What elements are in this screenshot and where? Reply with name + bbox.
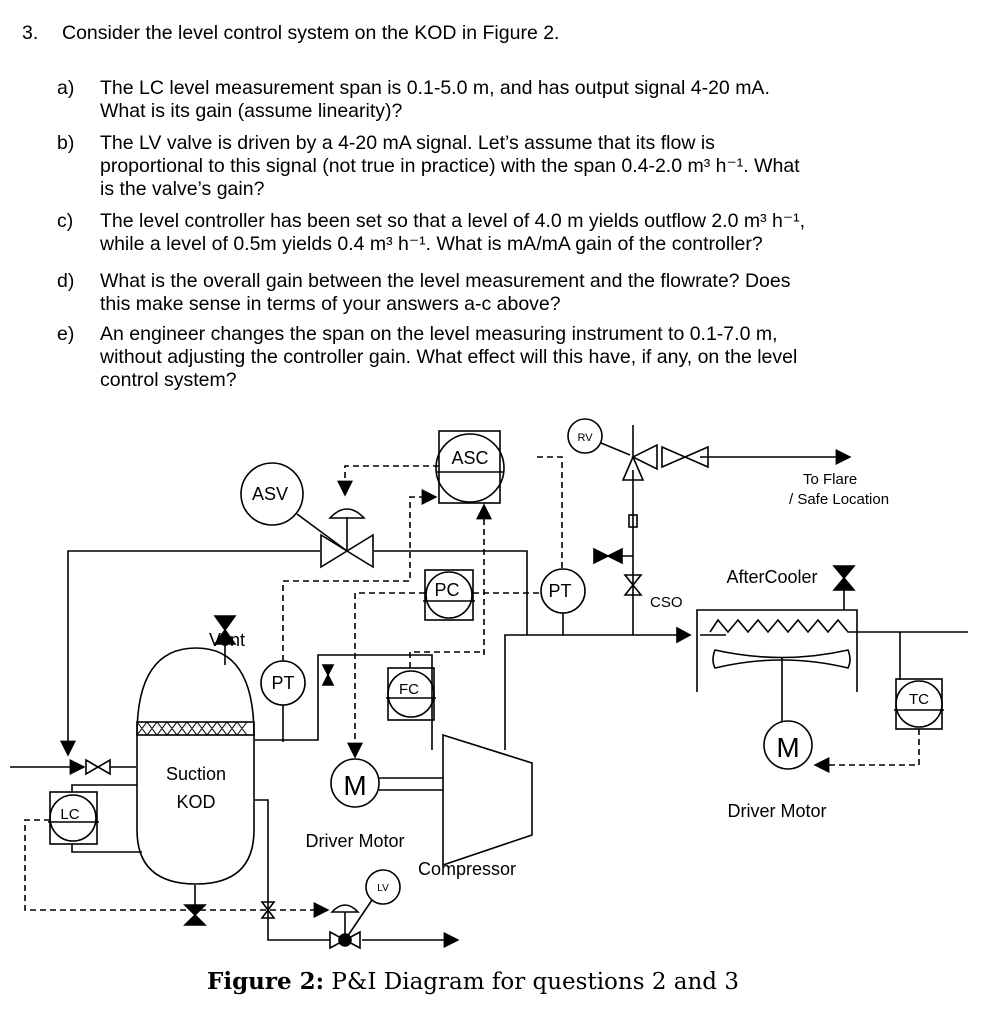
part-text: An engineer changes the span on the leve… [100,323,980,392]
lv-label: LV [377,883,389,894]
cso-valve[interactable]: CSO [593,514,683,611]
driver-motor-2-label: Driver Motor [727,801,826,821]
part-line: proportional to this signal (not true in… [100,155,800,177]
caption-text: P&I Diagram for questions 2 and 3 [324,969,739,995]
flare-label-2: / Safe Location [789,491,889,508]
flare-label-1: To Flare [803,471,857,488]
pt-discharge-label: PT [548,581,571,601]
pt-suction-label: PT [271,673,294,693]
signal-lines [24,456,920,918]
part-letter: b) [57,132,75,154]
tc-label: TC [909,691,929,708]
question-number: 3. [22,22,39,44]
part-letter: c) [57,210,74,232]
compressor[interactable]: Compressor [418,733,533,879]
part-letter: d) [57,270,75,292]
part-line: control system? [100,369,237,391]
motor-2-label: M [776,732,799,763]
suction-kod-vessel[interactable]: Suction KOD [85,647,255,926]
kod-label-2: KOD [176,792,215,812]
pc-controller[interactable]: PC [423,569,475,621]
part-line: while a level of 0.5m yields 0.4 m³ h⁻¹.… [100,233,763,255]
kod-label-1: Suction [166,764,226,784]
part-line: The LV valve is driven by a 4-20 mA sign… [100,132,715,154]
driver-motor-2[interactable]: M Driver Motor [727,720,827,821]
part-line: What is the overall gain between the lev… [100,270,791,292]
part-text: The LC level measurement span is 0.1-5.0… [100,77,980,123]
process-lines [10,449,968,948]
question-text: Consider the level control system on the… [62,22,560,44]
part-line: What is its gain (assume linearity)? [100,100,403,122]
relief-valve[interactable]: RV [567,418,709,481]
asv-label: ASV [252,484,288,504]
part-line: An engineer changes the span on the leve… [100,323,778,345]
part-line: without adjusting the controller gain. W… [100,346,798,368]
part-line: The level controller has been set so tha… [100,210,806,232]
caption-label: Figure 2: [207,968,325,995]
fc-controller[interactable]: FC [321,664,436,721]
driver-motor-1[interactable]: M Driver Motor [305,758,443,851]
asc-controller[interactable]: ASC [435,430,505,504]
fc-label: FC [399,681,419,698]
motor-1-label: M [343,770,366,801]
driver-motor-1-label: Driver Motor [305,831,404,851]
vent-label: Vent [209,630,245,650]
part-text: The level controller has been set so tha… [100,210,980,256]
cso-label: CSO [650,594,683,611]
pt-discharge[interactable]: PT [540,568,586,614]
tc-controller[interactable]: TC [894,678,944,730]
lc-label: LC [60,806,79,823]
part-text: The LV valve is driven by a 4-20 mA sign… [100,132,980,201]
lv-valve[interactable]: LV [260,869,401,950]
part-text: What is the overall gain between the lev… [100,270,980,316]
part-line: The LC level measurement span is 0.1-5.0… [100,77,770,99]
lc-controller[interactable]: LC [48,784,142,853]
aftercooler[interactable]: AfterCooler [696,565,868,721]
flare-destination: To Flare / Safe Location [789,471,889,508]
compressor-label: Compressor [418,859,516,879]
figure-caption: Figure 2: P&I Diagram for questions 2 an… [207,968,739,995]
part-line: is the valve’s gain? [100,178,265,200]
anti-surge-valve[interactable]: ASV [240,462,374,569]
rv-label: RV [577,432,593,444]
pt-suction[interactable]: PT [260,660,306,706]
part-letter: e) [57,323,75,345]
pc-label: PC [434,580,459,600]
asc-label: ASC [451,448,488,468]
vent-valve[interactable]: Vent [209,615,245,650]
part-line: this make sense in terms of your answers… [100,293,561,315]
aftercooler-label: AfterCooler [726,567,817,587]
part-letter: a) [57,77,75,99]
